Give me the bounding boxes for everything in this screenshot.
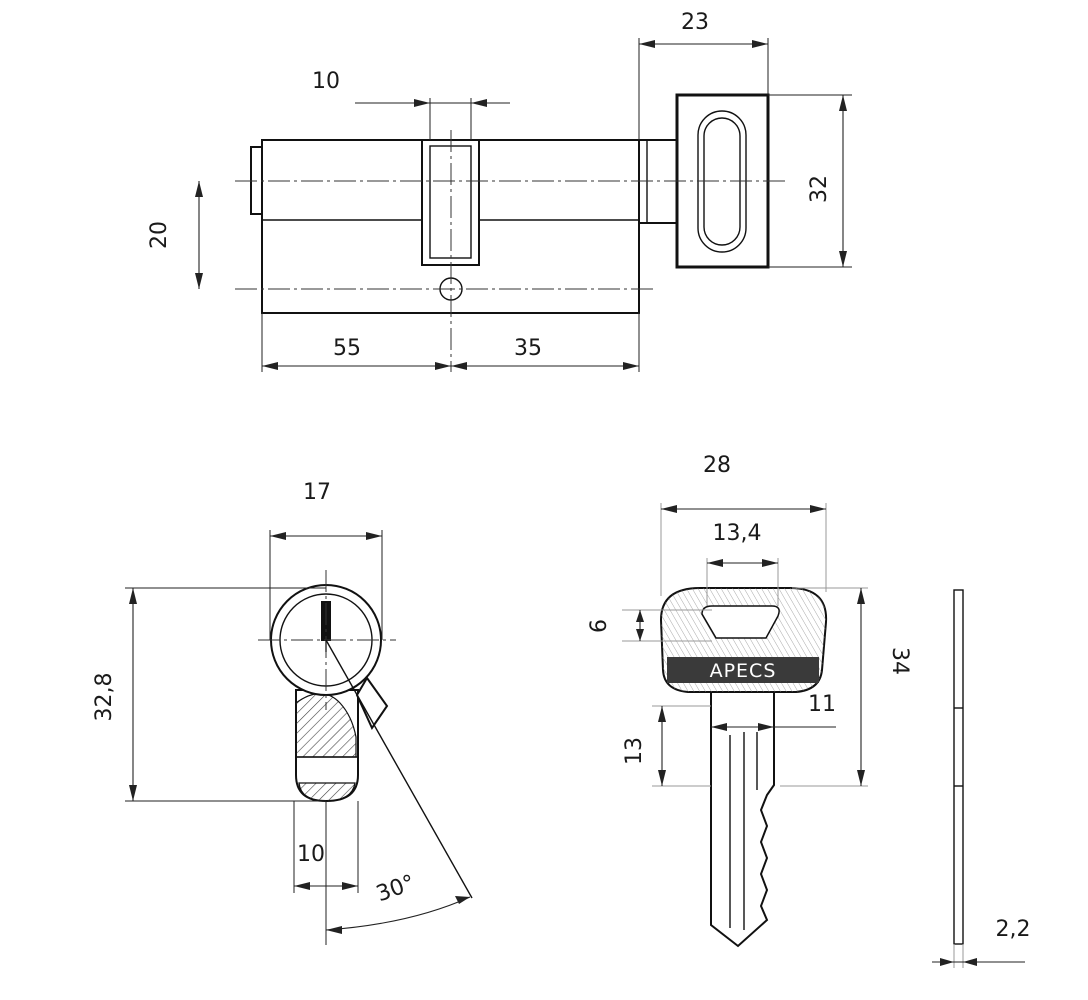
dim-profile-bottom-width: 10 [297,842,325,867]
cylinder-profile-view [258,570,473,899]
key-view: APECS [659,587,828,948]
dim-right-length: 35 [514,336,542,361]
dim-knob-height: 32 [807,175,832,203]
dim-key-thickness: 2,2 [996,917,1031,942]
dim-cam-gap: 10 [312,69,340,94]
dim-key-shoulder-width: 11 [808,692,836,717]
top-dimensions [195,38,852,372]
dim-key-hole-width: 13,4 [713,521,762,546]
cylinder-side-view [235,93,785,372]
dim-cam-angle: 30° [373,870,418,907]
dim-key-total-height: 34 [887,647,912,675]
profile-dimensions [125,530,471,945]
key-dimensions [622,503,868,787]
dim-key-head-width: 28 [703,453,731,478]
key-edge-view [932,589,1025,968]
dim-left-length: 55 [333,336,361,361]
dim-profile-height: 32,8 [92,673,117,722]
dim-profile-width: 17 [303,480,331,505]
dim-key-blade-height: 13 [622,737,647,765]
key-brand-label: APECS [710,660,777,682]
dim-body-height: 20 [147,221,172,249]
dim-knob-width: 23 [681,10,709,35]
dim-key-hole-height: 6 [587,619,612,633]
